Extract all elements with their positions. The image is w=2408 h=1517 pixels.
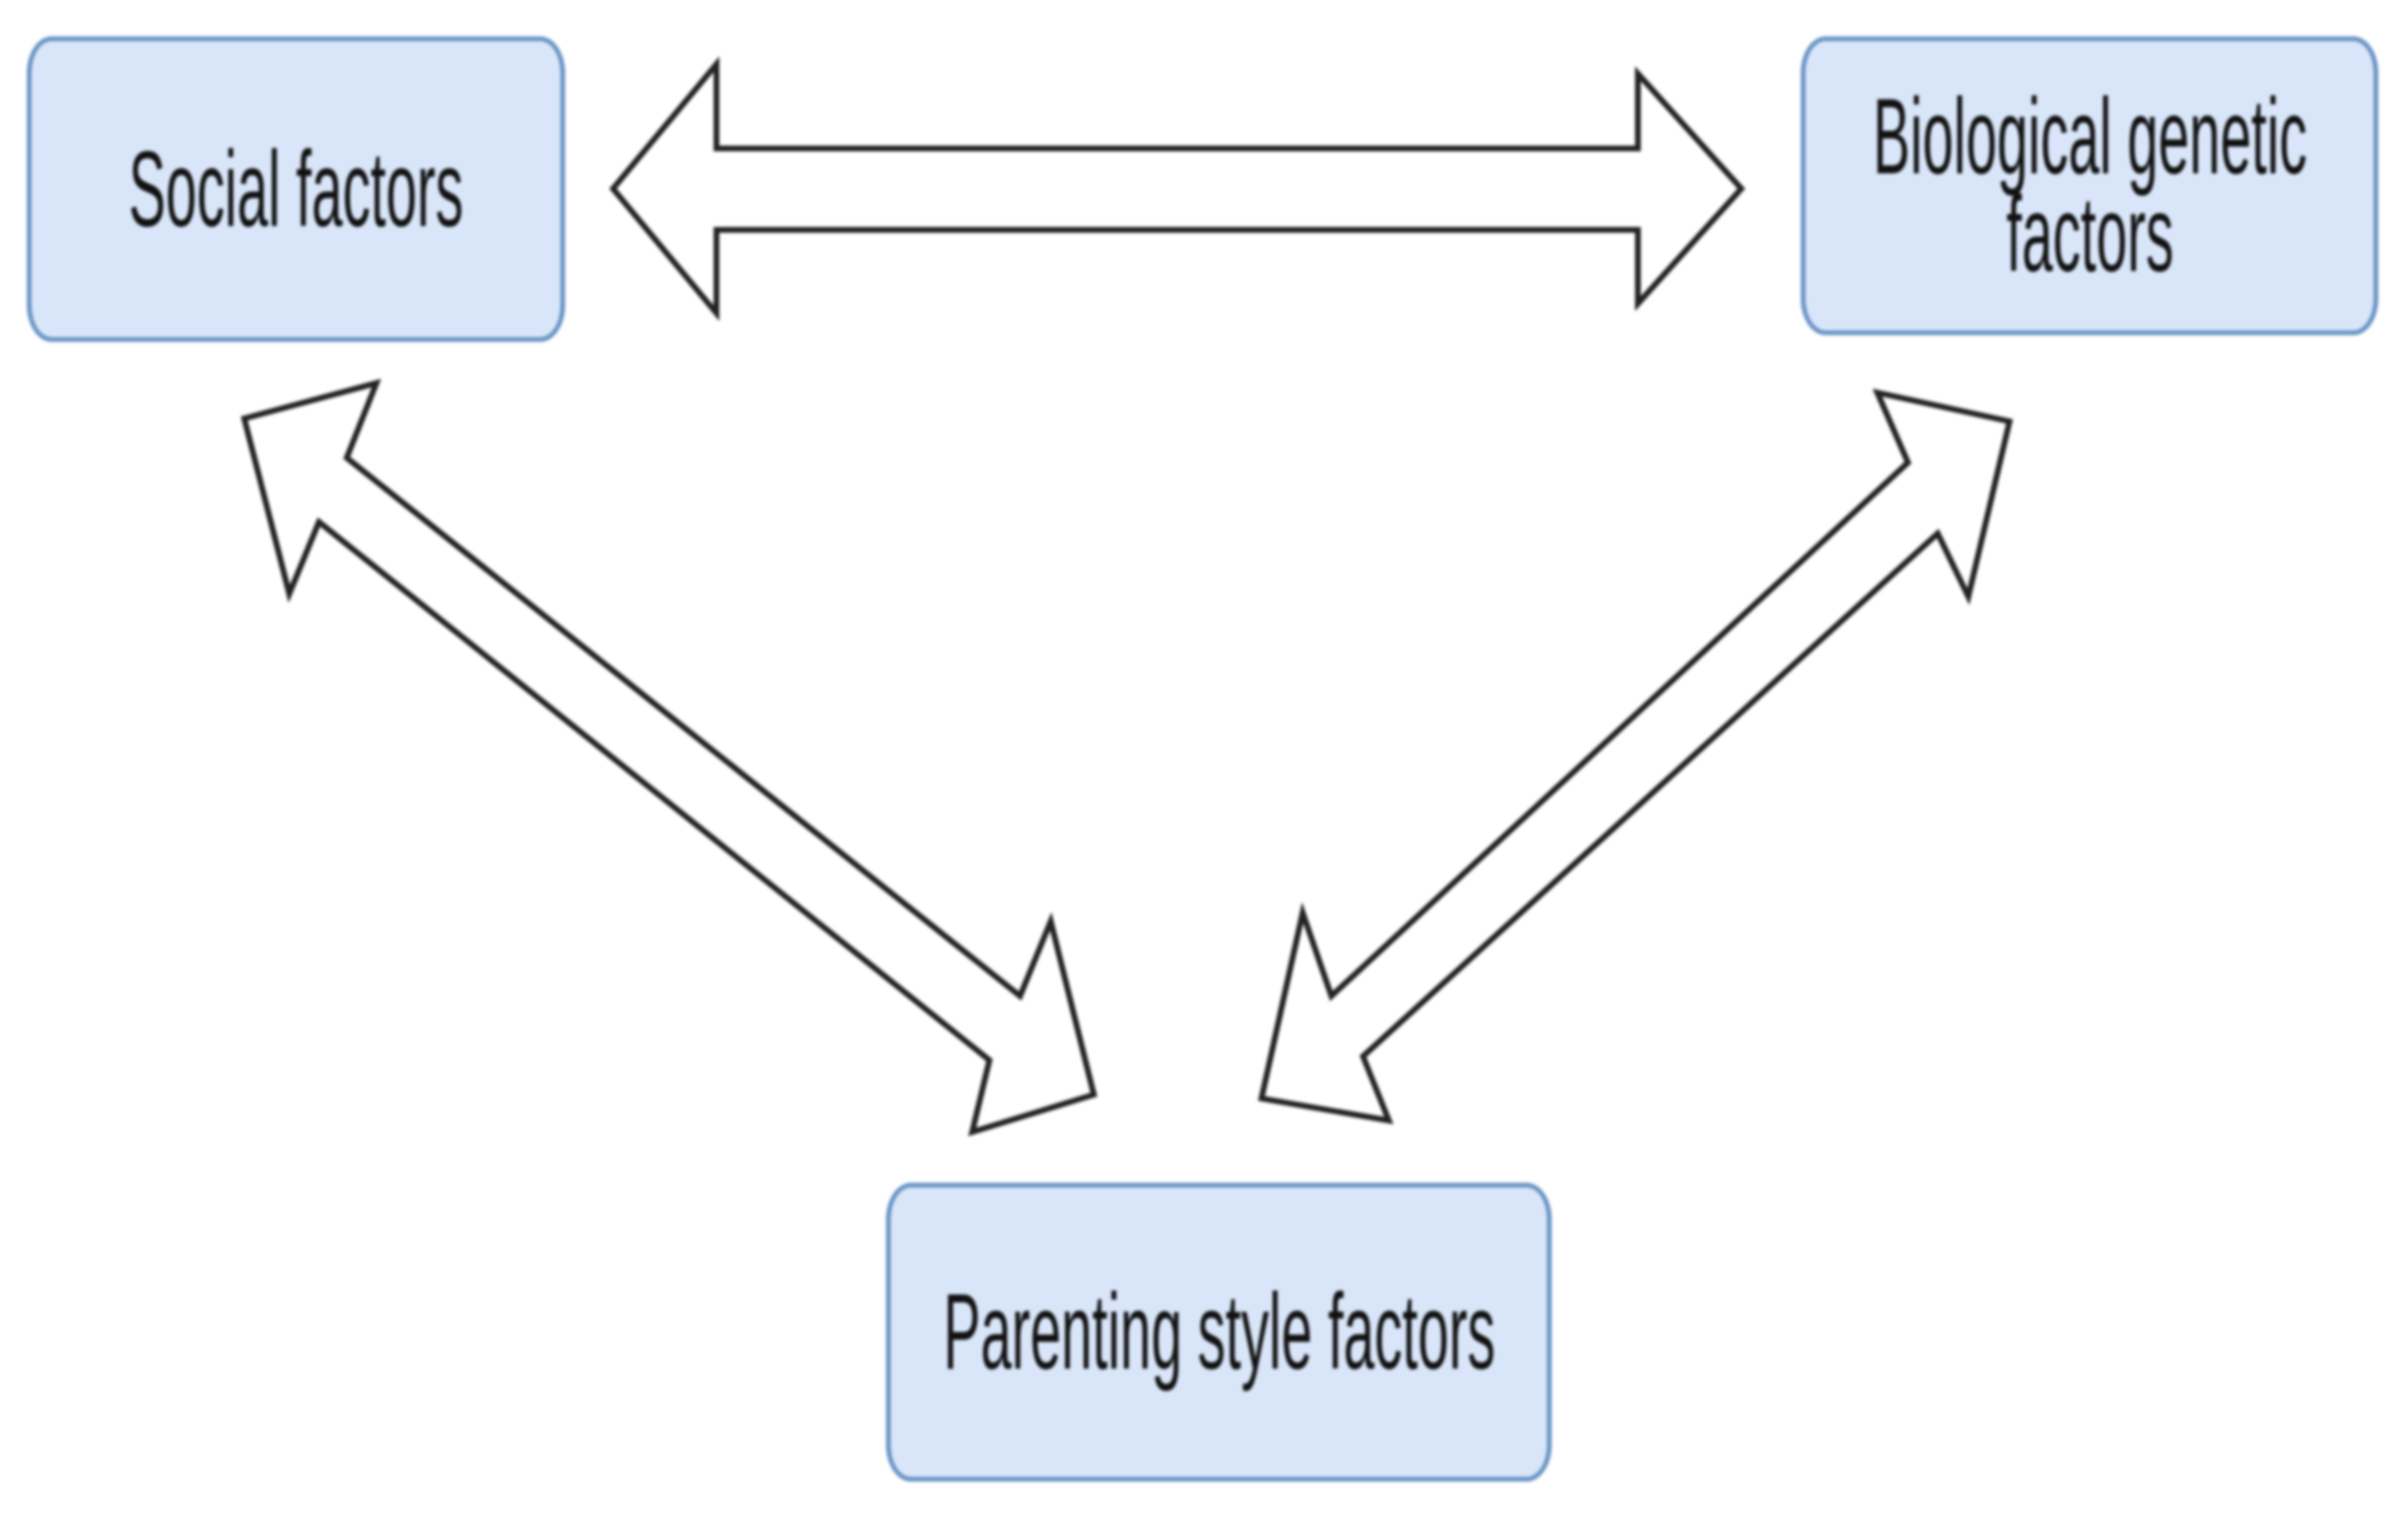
node-social-factors-label: Social factors [128, 128, 464, 249]
node-biological-genetic-factors: Biological genetic factors [1801, 36, 2378, 335]
node-social-factors: Social factors [27, 36, 565, 342]
edge-social-biological-arrow [609, 56, 1746, 322]
edge-social-parenting-arrow [240, 378, 1098, 1137]
node-parenting-style-factors: Parenting style factors [886, 1183, 1552, 1482]
edge-biological-parenting-arrow [1258, 388, 2013, 1124]
node-parenting-style-factors-label: Parenting style factors [943, 1272, 1495, 1392]
node-biological-genetic-factors-label: Biological genetic factors [1872, 77, 2307, 294]
